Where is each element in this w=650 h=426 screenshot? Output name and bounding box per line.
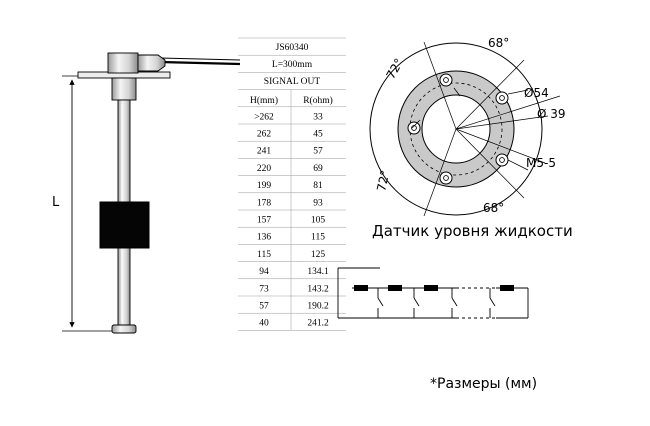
table-cell-r: 134.1 xyxy=(307,267,329,277)
table-grid xyxy=(238,37,346,331)
flange-outer-circle xyxy=(369,42,543,216)
table-header-h: H(mm) xyxy=(250,95,278,106)
diameter-inner-label: Ø 39 xyxy=(537,107,566,121)
cable xyxy=(159,60,241,66)
table-cell-h: 57 xyxy=(259,302,269,312)
sensor-float xyxy=(99,201,150,249)
table-cell-r: 143.2 xyxy=(307,284,329,294)
table-cell-h: 157 xyxy=(257,216,272,226)
table-cell-r: 81 xyxy=(313,181,323,191)
bolt-hole-top-left xyxy=(439,73,453,87)
table-cell-r: 33 xyxy=(313,112,323,122)
reed-switches xyxy=(377,288,496,318)
table-cell-h: 94 xyxy=(259,267,269,277)
bolt-holes xyxy=(407,73,509,185)
table-cell-r: 115 xyxy=(311,233,325,243)
table-cell-r: 69 xyxy=(313,164,323,174)
bolt-hole-left xyxy=(407,121,421,135)
table-cell-r: 241.2 xyxy=(307,319,329,329)
table-cell-r: 190.2 xyxy=(307,302,329,312)
bolt-hole-top-right xyxy=(495,91,509,105)
table-cell-h: 73 xyxy=(259,284,269,294)
table-signal: SIGNAL OUT xyxy=(264,77,321,87)
resistors xyxy=(354,285,514,291)
table-model: JS60340 xyxy=(276,43,309,53)
bolt-hole-bottom-left xyxy=(439,171,453,185)
signal-table: JS60340 L=300mm SIGNAL OUT H(mm) R(ohm) … xyxy=(238,37,346,331)
table-cell-r: 57 xyxy=(313,147,323,157)
table-cell-h: 262 xyxy=(257,130,272,140)
table-length: L=300mm xyxy=(272,60,313,70)
table-header-r: R(ohm) xyxy=(303,95,333,106)
table-cell-r: 105 xyxy=(311,216,326,226)
sensor-stopper xyxy=(111,324,137,334)
sensor-head xyxy=(77,52,171,101)
construction-lines xyxy=(423,41,561,217)
table-cell-r: 93 xyxy=(313,198,323,208)
angle-top-label: 68° xyxy=(488,36,509,50)
table-cell-h: 178 xyxy=(257,198,272,208)
table-cell-h: 220 xyxy=(257,164,272,174)
angle-bottom-label: 68° xyxy=(483,201,504,215)
table-cell-r: 125 xyxy=(311,250,326,260)
sensor-side-view: L xyxy=(52,52,241,334)
screw-label: M5-5 xyxy=(526,156,556,170)
flange-drawing: 72° 68° 72° 68° Ø54 Ø 39 M5-5 xyxy=(369,36,566,217)
table-cell-h: 115 xyxy=(257,250,271,260)
table-cell-r: 45 xyxy=(313,130,323,140)
diameter-outer-label: Ø54 xyxy=(524,86,549,100)
angle-bottom-left-label: 72° xyxy=(374,169,392,193)
table-cell-h: 136 xyxy=(257,233,272,243)
table-cell-h: 40 xyxy=(259,319,269,329)
footnote: *Размеры (мм) xyxy=(430,376,537,392)
bolt-hole-bottom-right xyxy=(495,153,509,167)
table-cell-h: 199 xyxy=(257,181,272,191)
table-cell-h: 241 xyxy=(257,147,272,157)
caption: Датчик уровня жидкости xyxy=(372,222,573,240)
table-rows: >262 33 262 45 241 57 220 69 199 81 178 93 157 105 136… xyxy=(254,112,329,328)
length-label: L xyxy=(52,195,60,210)
circuit-schematic xyxy=(337,267,529,319)
table-cell-h: >262 xyxy=(254,112,274,122)
